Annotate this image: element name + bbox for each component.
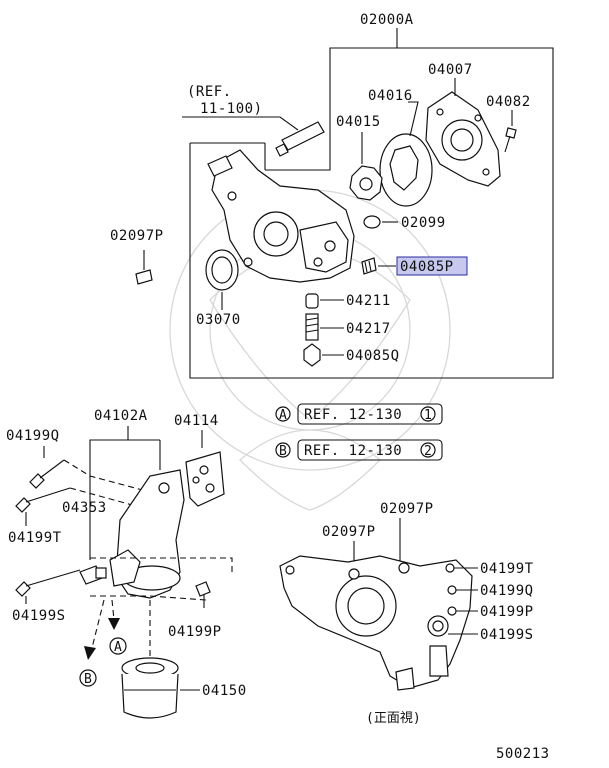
label-04199Q-right: 04199Q bbox=[480, 583, 534, 599]
gasket-04114 bbox=[185, 451, 225, 507]
ref-box-b[interactable]: B REF. 12-130 2 bbox=[275, 439, 443, 461]
bolt-04199S bbox=[15, 569, 81, 597]
label-04217: 04217 bbox=[346, 321, 391, 337]
circle-a-lower bbox=[109, 637, 127, 655]
bolt-04199Q bbox=[29, 459, 65, 489]
label-04353: 04353 bbox=[62, 500, 107, 516]
front-view-caption: (正面視) bbox=[366, 711, 421, 726]
front-view-housing bbox=[279, 555, 473, 691]
outer-rotor-04016 bbox=[379, 133, 433, 207]
screw-04082 bbox=[504, 127, 517, 153]
label-04085Q: 04085Q bbox=[346, 348, 400, 364]
oil-seal-03070 bbox=[205, 249, 239, 291]
label-04199T-left: 04199T bbox=[8, 530, 62, 546]
label-04199T-right: 04199T bbox=[480, 561, 534, 577]
label-02099: 02099 bbox=[401, 215, 446, 231]
label-04199S-right: 04199S bbox=[480, 627, 534, 643]
bolt-04199P-left bbox=[195, 581, 211, 608]
label-02097P-top: 02097P bbox=[380, 501, 434, 517]
oil-filter-04150 bbox=[121, 600, 179, 719]
label-04199S-left: 04199S bbox=[12, 608, 66, 624]
label-04082: 04082 bbox=[486, 94, 531, 110]
plug-04085Q bbox=[303, 343, 321, 367]
label-04016: 04016 bbox=[368, 88, 413, 104]
ref-b-circle-letter: B bbox=[279, 444, 287, 459]
bolt-04199T-right bbox=[445, 563, 455, 573]
label-02097P-mid: 02097P bbox=[322, 524, 376, 540]
ref-11-100-line2: 11-100) bbox=[200, 101, 263, 117]
label-04150: 04150 bbox=[202, 683, 247, 699]
label-04211: 04211 bbox=[346, 293, 391, 309]
label-04007: 04007 bbox=[428, 62, 473, 78]
arrow-b bbox=[84, 646, 96, 660]
highlight-04085P[interactable] bbox=[396, 256, 468, 276]
label-04085P[interactable]: 04085P bbox=[400, 259, 454, 275]
label-02097P-left: 02097P bbox=[110, 228, 164, 244]
pump-cover-04007 bbox=[425, 91, 501, 187]
bolt-04199P-right bbox=[447, 606, 457, 616]
arrow-a bbox=[108, 618, 120, 630]
front-view-group: 02097P 02097P 04199T 04199Q 04199P 04199 bbox=[279, 501, 534, 726]
sensor-04353 bbox=[79, 565, 107, 585]
ref-b-num: 2 bbox=[424, 444, 432, 459]
bolt-04199Q-right bbox=[447, 585, 457, 595]
ref-a-num: 1 bbox=[424, 408, 432, 423]
plunger-04211 bbox=[305, 293, 319, 309]
ref-b-text[interactable]: REF. 12-130 bbox=[304, 443, 402, 459]
drawing-number: 500213 bbox=[496, 746, 550, 762]
bottom-left-group: 04102A 04114 04199Q 04199T 04353 bbox=[6, 408, 247, 719]
label-04114: 04114 bbox=[174, 413, 219, 429]
circle-b-lower-text: B bbox=[84, 672, 92, 687]
ref-box-a[interactable]: A REF. 12-130 1 bbox=[275, 403, 443, 425]
bolt-02097P-left bbox=[135, 250, 153, 285]
label-02000A: 02000A bbox=[360, 12, 414, 28]
bolt-04199T bbox=[15, 487, 71, 513]
label-03070: 03070 bbox=[196, 312, 241, 328]
circle-b-lower bbox=[79, 669, 97, 687]
ref-a-circle-letter: A bbox=[279, 408, 287, 423]
label-04102A: 04102A bbox=[94, 408, 148, 424]
inner-rotor-04015 bbox=[349, 165, 383, 201]
o-ring-02099 bbox=[363, 215, 381, 229]
sealant-tube bbox=[275, 121, 325, 157]
circle-a-lower-text: A bbox=[114, 640, 122, 655]
spring-04085P bbox=[361, 257, 377, 275]
label-04015: 04015 bbox=[336, 114, 381, 130]
filter-bracket-04102A bbox=[109, 469, 185, 599]
top-group: 02000A (REF. 11-100) 04007 04082 bbox=[182, 12, 554, 379]
label-04199P-right: 04199P bbox=[480, 604, 534, 620]
ref-a-text[interactable]: REF. 12-130 bbox=[304, 407, 402, 423]
pump-body bbox=[207, 149, 355, 283]
assy-frame bbox=[189, 47, 554, 379]
label-04199P-left: 04199P bbox=[168, 624, 222, 640]
label-04199Q-left: 04199Q bbox=[6, 428, 60, 444]
spring-04217 bbox=[305, 313, 319, 341]
ref-11-100-line1: (REF. bbox=[187, 84, 232, 100]
